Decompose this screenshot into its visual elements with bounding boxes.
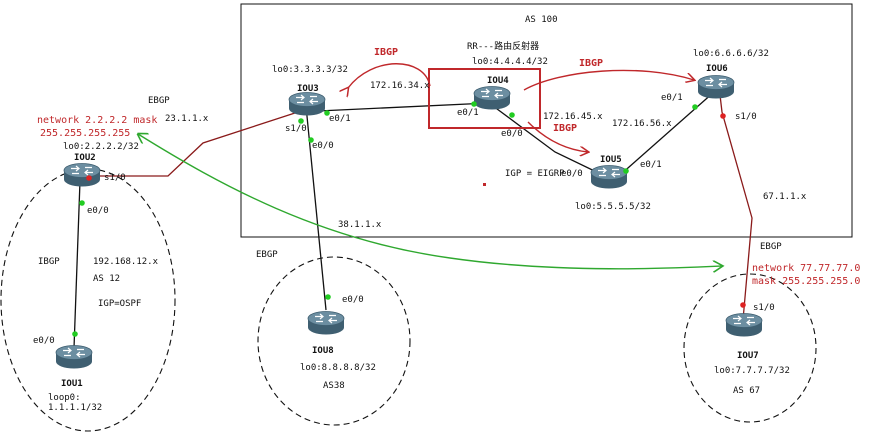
router-icon-iou6: [697, 75, 735, 99]
as12-boundary: [0, 168, 176, 432]
iou1-name: IOU1: [61, 379, 83, 389]
port-dot-iou5-e01: [623, 168, 629, 174]
iou4-port-e01: e0/1: [457, 108, 479, 118]
port-dot-iou3-e00: [308, 137, 314, 143]
ibgp-arrow-iou4-iou6: [523, 69, 694, 91]
network-left-line1: network 2.2.2.2 mask: [37, 115, 157, 126]
link-iou5-iou6: [619, 91, 715, 176]
iou6-port-s10: s1/0: [735, 112, 757, 122]
ibgp-label-2: IBGP: [579, 58, 603, 69]
link-12-label: 192.168.12.x: [93, 257, 159, 267]
network-left-line2: 255.255.255.255: [40, 128, 130, 139]
router-icon-iou7: [725, 313, 763, 337]
iou7-loopback: lo0:7.7.7.7/32: [714, 366, 790, 376]
ebgp-right-label: EBGP: [760, 242, 782, 252]
iou2-port-e00: e0/0: [87, 206, 109, 216]
ibgp-as12-label: IBGP: [38, 257, 60, 267]
link-34-label: 172.16.34.x: [370, 81, 430, 91]
link-iou3-iou8: [305, 105, 327, 311]
iou6-name: IOU6: [706, 64, 728, 74]
iou5-port-e01: e0/1: [640, 160, 662, 170]
link-iou2-iou1: [73, 180, 81, 349]
iou1-loopback-line1: loop0:: [48, 393, 81, 403]
rr-label: RR---路由反射器: [467, 40, 539, 52]
port-dot-iou7-s10: [740, 302, 746, 308]
iou8-loopback: lo0:8.8.8.8/32: [300, 363, 376, 373]
as12-label: AS 12: [93, 274, 120, 284]
iou8-name: IOU8: [312, 346, 334, 356]
ibgp-label-3: IBGP: [553, 123, 577, 134]
iou5-loopback: lo0:5.5.5.5/32: [575, 202, 651, 212]
router-icon-iou5: [590, 165, 628, 189]
link-56-label: 172.16.56.x: [612, 119, 672, 129]
router-icon-iou1: [55, 345, 93, 369]
marker-dot: [483, 183, 486, 186]
iou5-port-e00: e0/0: [561, 169, 583, 179]
router-icon-iou3: [288, 92, 326, 116]
iou3-port-s10: s1/0: [285, 124, 307, 134]
iou1-port-e00: e0/0: [33, 336, 55, 346]
router-icon-iou2: [63, 163, 101, 187]
iou2-loopback: lo0:2.2.2.2/32: [63, 142, 139, 152]
network-right-line2: mask 255.255.255.0: [752, 276, 860, 287]
ebgp-route-arrow: [138, 134, 722, 269]
iou6-loopback: lo0:6.6.6.6/32: [693, 49, 769, 59]
iou6-port-e01: e0/1: [661, 93, 683, 103]
port-dot-iou6-e01: [692, 104, 698, 110]
iou1-loopback-line2: 1.1.1.1/32: [48, 403, 102, 413]
iou2-name: IOU2: [74, 153, 96, 163]
ibgp-arrow-iou4-iou3: [348, 63, 431, 88]
link-iou3-iou4: [317, 102, 490, 112]
port-dot-iou4-e01: [471, 101, 477, 107]
ibgp-label-1: IBGP: [374, 47, 398, 58]
iou4-loopback: lo0:4.4.4.4/32: [472, 57, 548, 67]
port-dot-iou2-e00: [79, 200, 85, 206]
iou3-name: IOU3: [297, 84, 319, 94]
network-right-line1: network 77.77.77.0: [752, 263, 860, 274]
link-38-label: 38.1.1.x: [338, 220, 382, 230]
port-dot-iou6-s10: [720, 113, 726, 119]
iou7-name: IOU7: [737, 351, 759, 361]
link-67-label: 67.1.1.x: [763, 192, 807, 202]
as38-boundary: [257, 256, 411, 426]
port-dot-iou4-e00: [509, 112, 515, 118]
iou4-port-e00: e0/0: [501, 129, 523, 139]
router-icon-iou8: [307, 311, 345, 335]
iou3-port-e01: e0/1: [329, 114, 351, 124]
iou8-port-e00: e0/0: [342, 295, 364, 305]
port-dot-iou3-s10: [298, 118, 304, 124]
port-dot-iou1-e00: [72, 331, 78, 337]
as67-boundary: [683, 273, 817, 423]
iou3-loopback: lo0:3.3.3.3/32: [272, 65, 348, 75]
serial-link-iou6-iou7: [719, 94, 753, 321]
igp-eigrp-label: IGP = EIGRP: [505, 169, 565, 179]
iou5-name: IOU5: [600, 155, 622, 165]
router-icon-iou4: [473, 86, 511, 110]
port-dot-iou3-e01: [324, 110, 330, 116]
iou2-port-s10: s1/0: [104, 173, 126, 183]
ebgp-mid-label: EBGP: [256, 250, 278, 260]
ebgp-left-label: EBGP: [148, 96, 170, 106]
port-dot-iou2-s10: [86, 175, 92, 181]
link-23-label: 23.1.1.x: [165, 114, 209, 124]
iou3-port-e00: e0/0: [312, 141, 334, 151]
iou7-port-s10: s1/0: [753, 303, 775, 313]
route-reflector-highlight: [428, 68, 541, 129]
as67-label: AS 67: [733, 386, 760, 396]
as100-label: AS 100: [525, 15, 558, 25]
igp-ospf-label: IGP=OSPF: [98, 299, 141, 309]
iou4-name: IOU4: [487, 76, 509, 86]
port-dot-iou8-e00: [325, 294, 331, 300]
as38-label: AS38: [323, 381, 345, 391]
link-45-label: 172.16.45.x: [543, 112, 603, 122]
